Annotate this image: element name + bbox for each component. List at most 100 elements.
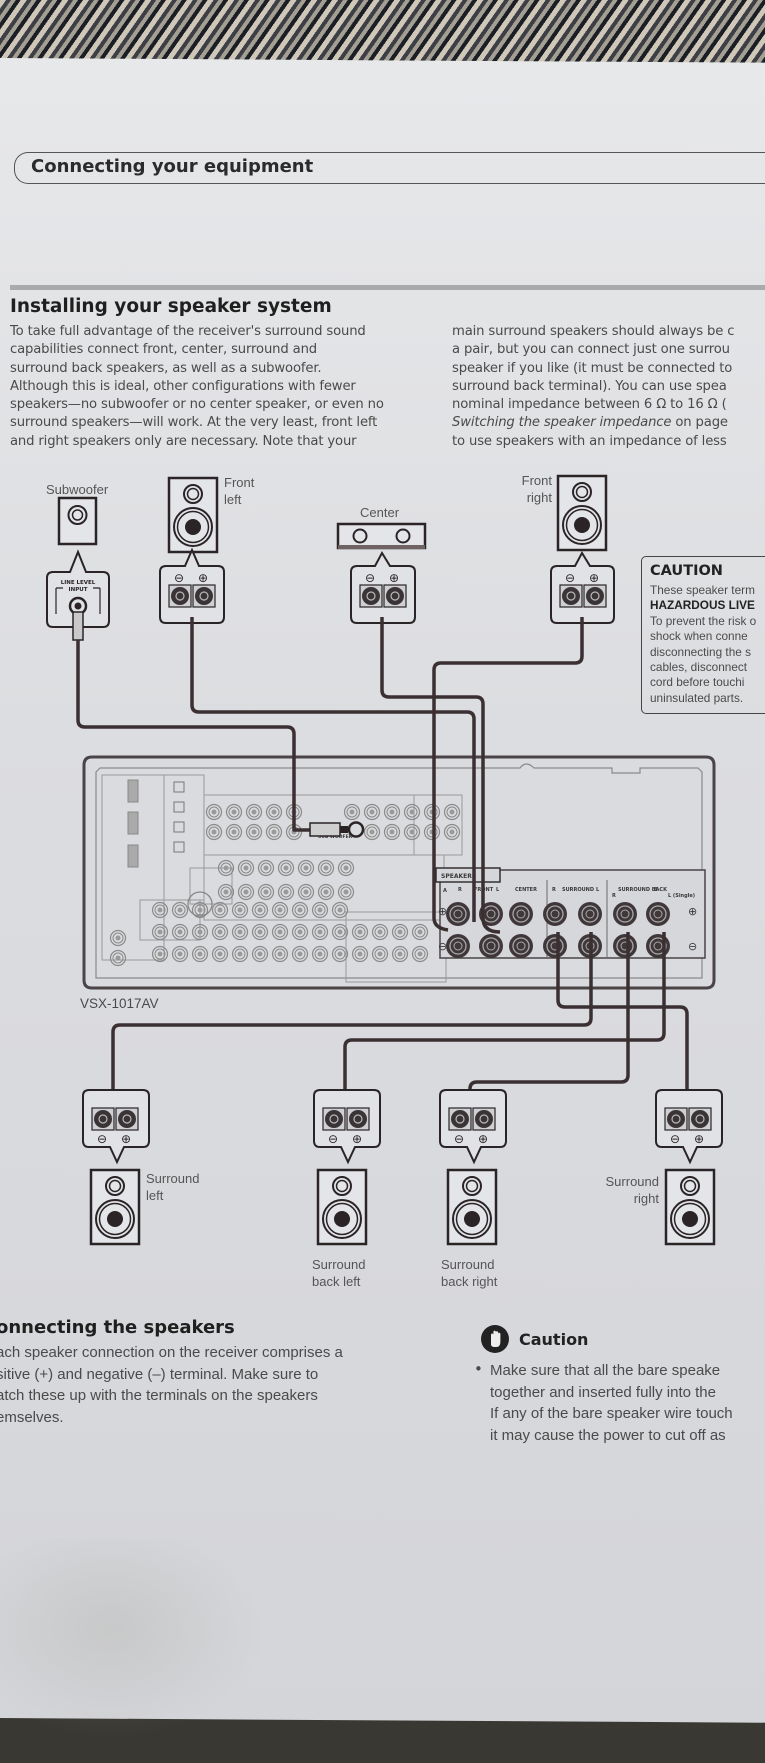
- svg-text:⊖: ⊖: [454, 1132, 464, 1146]
- rca-jack: [245, 823, 263, 841]
- svg-text:SUB WOOFER: SUB WOOFER: [318, 834, 353, 840]
- rca-jack: [211, 945, 229, 963]
- surround-back-left-wire: [343, 932, 666, 1110]
- svg-text:⊖: ⊖: [438, 940, 447, 953]
- intro-line: capabilities connect front, center, surr…: [10, 342, 317, 358]
- front-right-terminal-callout: [550, 550, 615, 624]
- section-banner: Connecting your equipment: [14, 152, 765, 184]
- s-video-jack: [257, 859, 275, 877]
- svg-text:R: R: [552, 887, 556, 893]
- rca-jack: [343, 803, 361, 821]
- subwoofer-rca-plug: [309, 821, 365, 838]
- s-video-jack: [297, 859, 315, 877]
- caution-bullet: •: [474, 1360, 483, 1378]
- rca-jack: [231, 901, 249, 919]
- subwoofer-speaker: [57, 496, 98, 546]
- rca-jack: [411, 945, 429, 963]
- rca-jack: [151, 923, 169, 941]
- rca-jack: [231, 923, 249, 941]
- svg-text:⊕: ⊕: [478, 1132, 488, 1146]
- positive-binding-post: [612, 901, 638, 927]
- bottom-polarity-symbols: ⊖ ⊕ ⊖ ⊕ ⊖ ⊕ ⊖ ⊕: [97, 1132, 704, 1146]
- svg-text:⊕: ⊕: [688, 905, 697, 918]
- s-video-jack: [317, 859, 335, 877]
- col2-line: surround back terminal). You can use spe…: [452, 378, 727, 394]
- caution-box-body: These speaker term HAZARDOUS LIVE To pre…: [650, 583, 757, 705]
- s-video-jack: [237, 859, 255, 877]
- rca-jack: [403, 803, 421, 821]
- caution-title: Caution: [519, 1330, 589, 1349]
- rca-jack: [331, 923, 349, 941]
- top-polarity-symbols: ⊖ ⊕ ⊖ ⊕ ⊖ ⊕: [174, 571, 599, 585]
- intro-line: To take full advantage of the receiver's…: [10, 324, 366, 339]
- svg-text:A: A: [443, 888, 447, 894]
- rca-jack: [423, 803, 441, 821]
- caution-box: CAUTION These speaker term HAZARDOUS LIV…: [641, 556, 765, 714]
- negative-symbol: ⊖: [565, 571, 575, 585]
- rca-jack: [171, 901, 189, 919]
- svg-text:B: B: [654, 887, 658, 893]
- center-wire: [380, 617, 501, 934]
- rca-jack: [363, 803, 381, 821]
- rca-jack: [191, 923, 209, 941]
- subwoofer-label: Subwoofer: [46, 482, 109, 497]
- svg-text:⊕: ⊕: [438, 905, 447, 918]
- rca-jack: [109, 929, 127, 947]
- negative-binding-post: [508, 933, 534, 959]
- svg-text:⊖: ⊖: [97, 1132, 107, 1146]
- svg-text:CENTER: CENTER: [515, 887, 537, 893]
- rca-jack: [225, 823, 243, 841]
- surround-back-right-terminal-callout: [439, 1089, 507, 1165]
- rca-jack: [311, 901, 329, 919]
- positive-binding-post: [645, 901, 671, 927]
- rca-jack: [443, 803, 461, 821]
- connecting-paragraph: ach speaker connection on the receiver c…: [0, 1344, 343, 1426]
- s-video-jack: [337, 859, 355, 877]
- s-video-jack: [237, 883, 255, 901]
- rca-jack: [271, 901, 289, 919]
- front-right-speaker: [556, 474, 608, 552]
- surround-right-wire: [556, 932, 689, 1112]
- s-video-jack: [297, 883, 315, 901]
- rca-jack: [265, 803, 283, 821]
- svg-text:⊖: ⊖: [328, 1132, 338, 1146]
- svg-text:⊖: ⊖: [670, 1132, 680, 1146]
- negative-symbol: ⊖: [174, 571, 184, 585]
- negative-symbol: ⊖: [365, 571, 375, 585]
- connecting-heading: onnecting the speakers: [0, 1317, 235, 1338]
- s-video-jack: [277, 883, 295, 901]
- center-terminal-callout: [350, 550, 416, 624]
- rca-jack: [311, 923, 329, 941]
- intro-line: surround speakers—will work. At the very…: [10, 415, 378, 431]
- intro-line: Although this is ideal, other configurat…: [10, 378, 356, 394]
- surround-back-right-speaker: [446, 1168, 498, 1246]
- positive-binding-post: [577, 901, 603, 927]
- surround-left-wire: [111, 932, 593, 1108]
- rca-jack: [191, 945, 209, 963]
- rca-jack: [291, 945, 309, 963]
- crossref-link[interactable]: Switching the speaker impedance: [452, 415, 672, 431]
- rca-jack: [151, 901, 169, 919]
- sub-input-label: LINE LEVEL INPUT: [61, 580, 96, 593]
- rca-jack: [291, 901, 309, 919]
- s-video-jack: [257, 883, 275, 901]
- front-right-wire: [432, 617, 584, 932]
- center-speaker: [336, 522, 427, 550]
- speaker-wires: [76, 617, 689, 1112]
- svg-text:L: L: [596, 887, 600, 893]
- front-left-wire: [190, 617, 476, 922]
- heading-rule: [10, 285, 765, 290]
- col2-line: nominal impedance between 6 Ω to 16 Ω (: [452, 397, 727, 413]
- positive-symbol: ⊕: [389, 571, 399, 585]
- rca-jack: [171, 923, 189, 941]
- svg-text:⊕: ⊕: [352, 1132, 362, 1146]
- col2-line-crossref: Switching the speaker impedance on page: [452, 414, 765, 432]
- center-label: Center: [360, 505, 400, 520]
- svg-text:L (Single): L (Single): [668, 893, 695, 899]
- second-column-paragraph: main surround speakers should always be …: [452, 323, 765, 451]
- rca-jack: [391, 923, 409, 941]
